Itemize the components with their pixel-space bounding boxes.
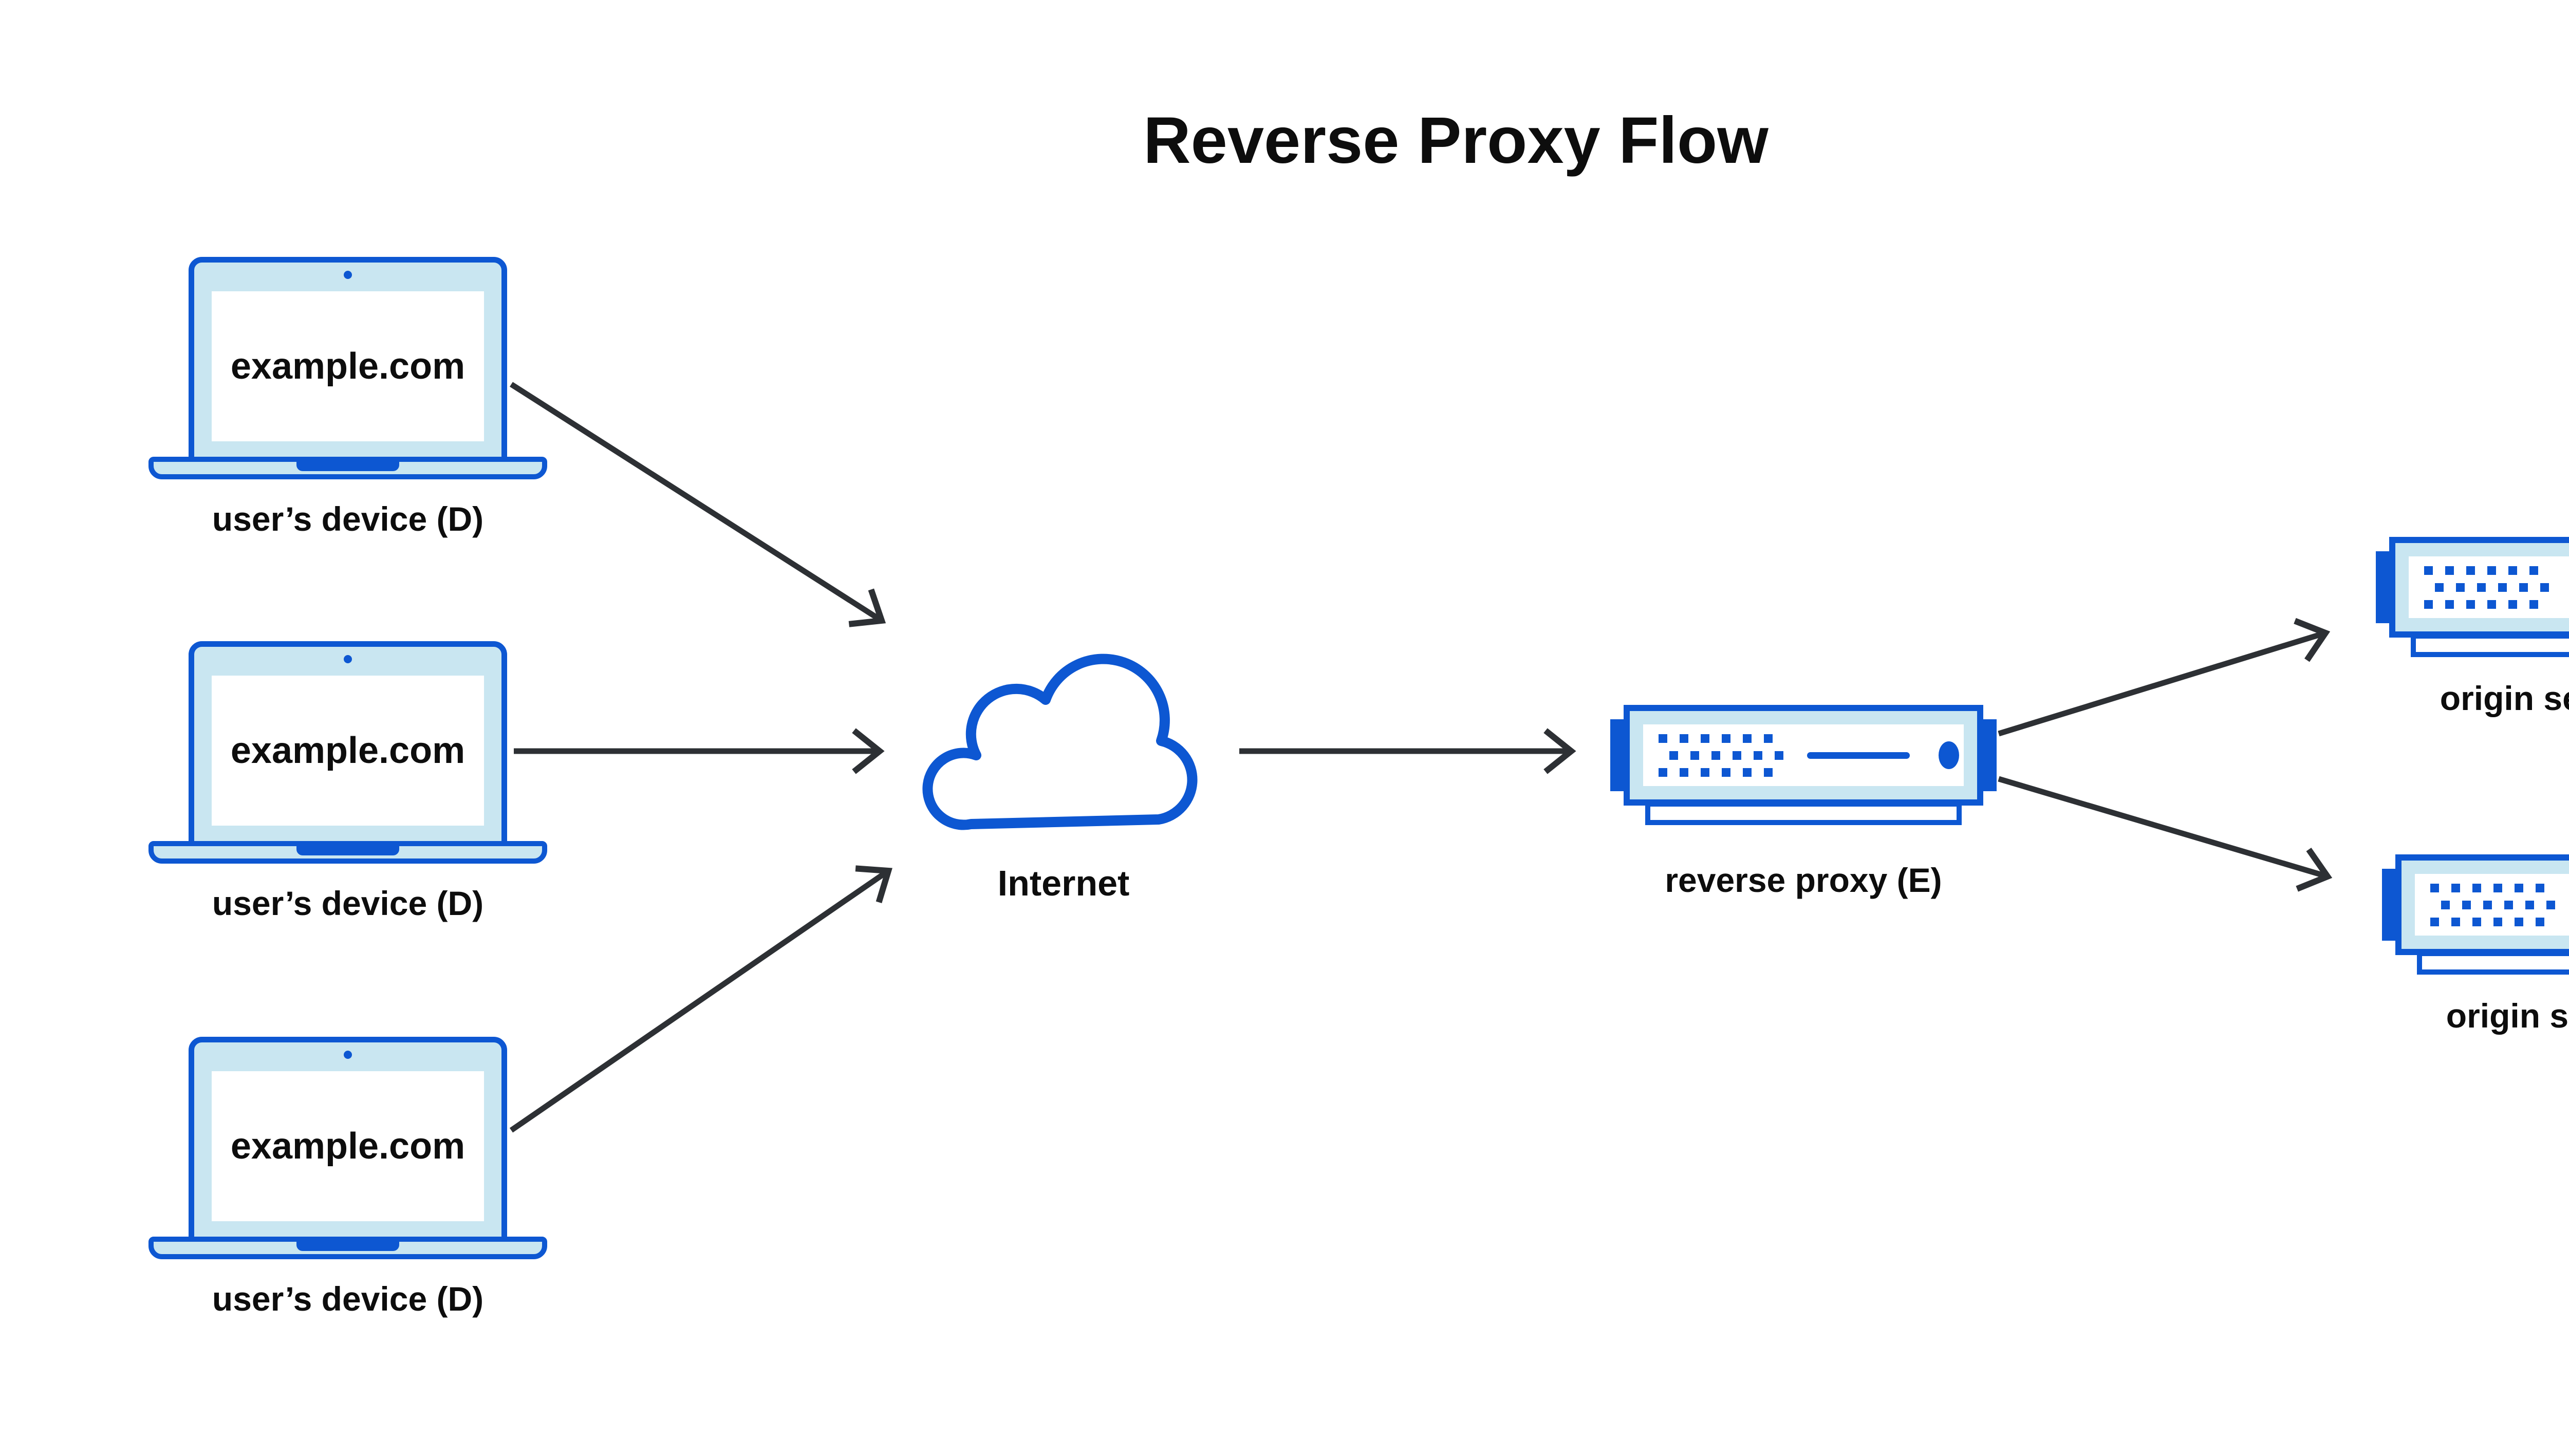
vent-row [2430, 883, 2544, 892]
laptop-icon: example.com [189, 257, 507, 462]
server-slot-line [1807, 752, 1910, 759]
server-led [1939, 741, 1959, 769]
laptop-base [148, 1237, 547, 1259]
arrow-proxy-to-origin-1 [1998, 618, 2331, 737]
device-screen-text: example.com [230, 1126, 466, 1167]
arrow-proxy-to-origin-2 [1998, 776, 2333, 892]
laptop-camera-dot [344, 655, 352, 663]
server-icon [2395, 854, 2569, 955]
laptop-icon: example.com [189, 641, 507, 847]
laptop-base-notch [296, 846, 399, 855]
server-vent-grid [1659, 734, 1783, 777]
arrow-device-1-to-internet [510, 382, 886, 627]
device-label: user’s device (D) [212, 500, 484, 538]
user-device-node-3: example.com user’s device (D) [148, 1037, 547, 1318]
vent-row [2430, 917, 2544, 926]
vent-row [1659, 734, 1773, 743]
reverse-proxy-node: reverse proxy (E) [1610, 705, 1997, 899]
device-screen-text: example.com [230, 346, 466, 387]
origin-server-node-1: origin server (F) [2376, 537, 2569, 717]
vent-row [2424, 600, 2538, 609]
server-vent-grid [2430, 883, 2555, 926]
internet-node: Internet [920, 652, 1207, 903]
user-device-node-2: example.com user’s device (D) [148, 641, 547, 922]
arrow-device-3-to-internet [509, 865, 892, 1133]
internet-label: Internet [997, 863, 1130, 903]
laptop-screen: example.com [212, 676, 484, 826]
device-screen-text: example.com [230, 730, 466, 771]
server-faceplate [2415, 874, 2569, 936]
vent-row [2424, 566, 2538, 575]
laptop-camera-dot [344, 1051, 352, 1059]
server-icon [2389, 537, 2569, 638]
laptop-camera-dot [344, 271, 352, 279]
server-faceplate [2409, 556, 2569, 618]
vent-row [2435, 583, 2549, 592]
vent-row [1659, 768, 1773, 777]
laptop-base-notch [296, 1242, 399, 1251]
vent-row [2441, 900, 2555, 909]
laptop-base [148, 841, 547, 864]
vent-row [1669, 751, 1783, 760]
device-label: user’s device (D) [212, 884, 484, 922]
server-icon [1624, 705, 1983, 806]
laptop-screen: example.com [212, 291, 484, 441]
diagram-title: Reverse Proxy Flow [1143, 104, 1768, 177]
laptop-base-notch [296, 462, 399, 471]
cloud-icon [922, 654, 1198, 830]
server-faceplate [1643, 724, 1964, 786]
origin-server-node-2: origin server (F) [2382, 854, 2569, 1035]
laptop-screen: example.com [212, 1071, 484, 1221]
server-vent-grid [2424, 566, 2549, 609]
laptop-base [148, 457, 547, 479]
user-device-node-1: example.com user’s device (D) [148, 257, 547, 538]
origin-label: origin server (F) [2440, 679, 2569, 717]
proxy-label: reverse proxy (E) [1665, 861, 1942, 899]
origin-label: origin server (F) [2446, 997, 2569, 1035]
device-label: user’s device (D) [212, 1280, 484, 1318]
laptop-icon: example.com [189, 1037, 507, 1242]
